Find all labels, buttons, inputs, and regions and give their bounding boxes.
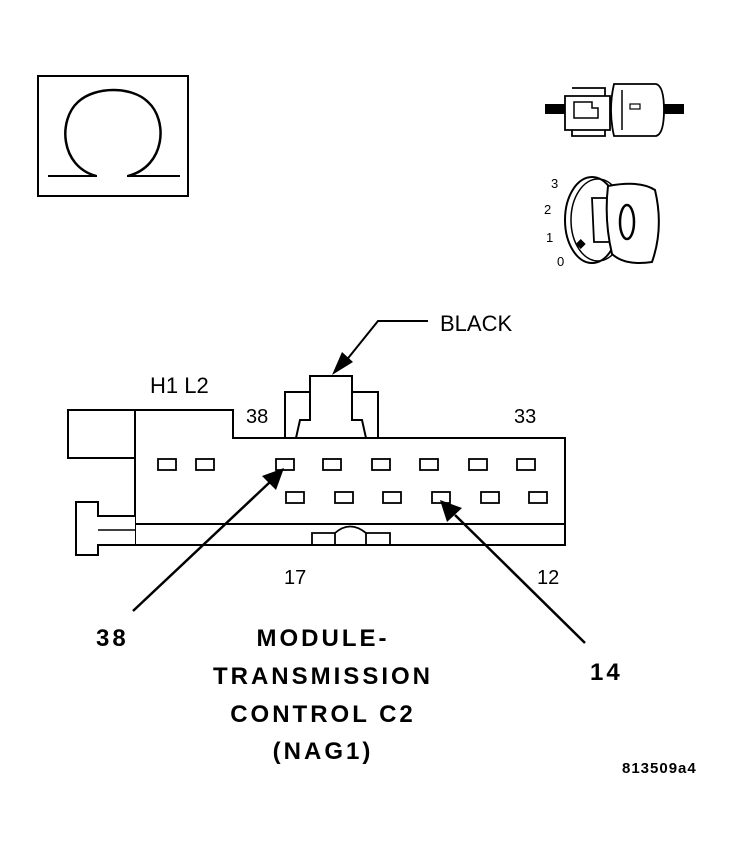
callout-arrow-right: [440, 500, 586, 644]
cavity-38: [275, 458, 295, 471]
cavity-33: [516, 458, 536, 471]
cavity: [480, 491, 500, 504]
cavity: [334, 491, 354, 504]
callout-arrow-left: [132, 468, 284, 612]
callout-label-left: 38: [96, 625, 129, 652]
ignition-pos-1: 1: [546, 230, 553, 245]
cavity: [468, 458, 488, 471]
color-label-callout: BLACK: [332, 311, 512, 375]
cavity: [382, 491, 402, 504]
callout-label-right: 14: [590, 659, 623, 686]
cavity: [157, 458, 177, 471]
cavity: [195, 458, 215, 471]
cavity-number-top-left: 38: [246, 406, 268, 428]
ignition-pos-0: 0: [557, 254, 564, 269]
ohm-meter-icon: [37, 75, 189, 197]
cavity-12: [528, 491, 548, 504]
connector-color-label: BLACK: [440, 311, 512, 336]
cavity: [371, 458, 391, 471]
figure-reference: 813509a4: [622, 760, 697, 777]
cavity-row-top: [157, 458, 536, 471]
cavity-number-bottom-right: 12: [537, 567, 559, 589]
cavity: [322, 458, 342, 471]
title-line-3: CONTROL C2: [230, 701, 416, 728]
diagram-title: MODULE- TRANSMISSION CONTROL C2 (NAG1): [213, 625, 433, 765]
title-line-2: TRANSMISSION: [213, 663, 433, 690]
title-line-4: (NAG1): [273, 738, 374, 765]
top-left-label: H1 L2: [150, 373, 209, 398]
ignition-key-icon: 3 2 1 0: [544, 176, 660, 269]
cavity-number-bottom-left: 17: [284, 567, 306, 589]
cavity-number-top-right: 33: [514, 406, 536, 428]
back-probe-connector-icon: [545, 83, 684, 137]
title-line-1: MODULE-: [257, 625, 390, 652]
cavity-17: [285, 491, 305, 504]
connector-body: H1 L2: [67, 373, 566, 589]
cavity: [419, 458, 439, 471]
ignition-pos-2: 2: [544, 202, 551, 217]
ignition-pos-3: 3: [551, 176, 558, 191]
